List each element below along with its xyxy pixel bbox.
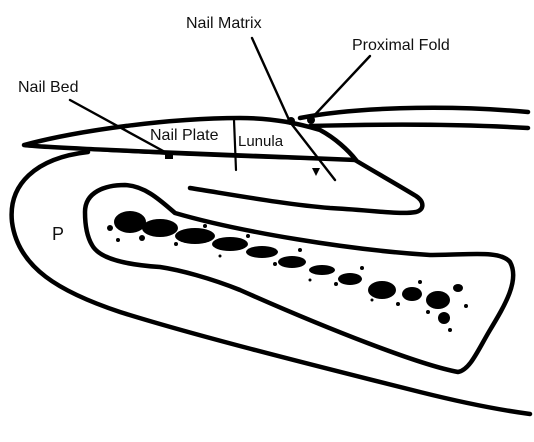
label-nail-bed: Nail Bed [18, 79, 78, 96]
distal-phalanx-outline [85, 185, 513, 372]
lunula-divider [234, 120, 236, 170]
leader-nail-matrix-2 [290, 122, 335, 180]
bone-marrow-stipple [107, 211, 468, 332]
proximal-fold-skin [300, 108, 528, 118]
label-p: P [52, 224, 64, 244]
label-proximal-fold: Proximal Fold [352, 37, 450, 54]
nail-matrix-dot [287, 117, 295, 125]
label-nail-matrix: Nail Matrix [186, 15, 262, 32]
nail-bed-marker [165, 153, 173, 159]
label-nail-plate: Nail Plate [150, 127, 219, 144]
skin-surface-line [190, 160, 422, 213]
fingertip-outline [12, 152, 530, 414]
dorsal-skin [310, 125, 528, 128]
leader-nail-matrix [252, 38, 290, 122]
proximal-fold-dot [307, 116, 315, 124]
matrix-marker [312, 168, 320, 176]
leader-nail-bed [70, 100, 165, 152]
label-lunula: Lunula [238, 133, 284, 150]
